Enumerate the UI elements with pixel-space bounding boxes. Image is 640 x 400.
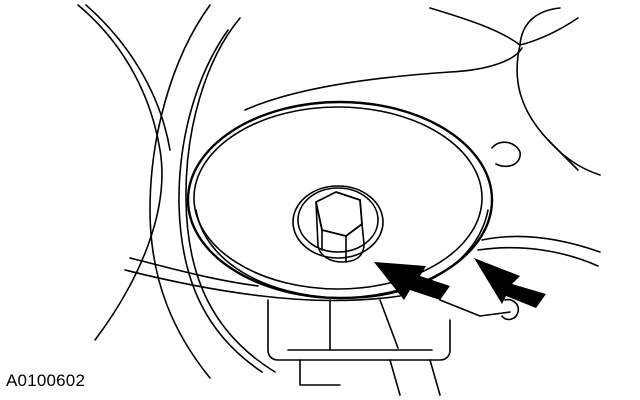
hex-bolt-icon (292, 185, 384, 263)
figure-id-label: A0100602 (6, 371, 86, 390)
housing-outline (77, 4, 276, 379)
callout-arrow-icon (374, 258, 546, 308)
upper-panel (244, 7, 601, 176)
bands (124, 141, 601, 302)
mount-bracket (267, 298, 520, 396)
pulley-disc-icon (186, 100, 494, 300)
